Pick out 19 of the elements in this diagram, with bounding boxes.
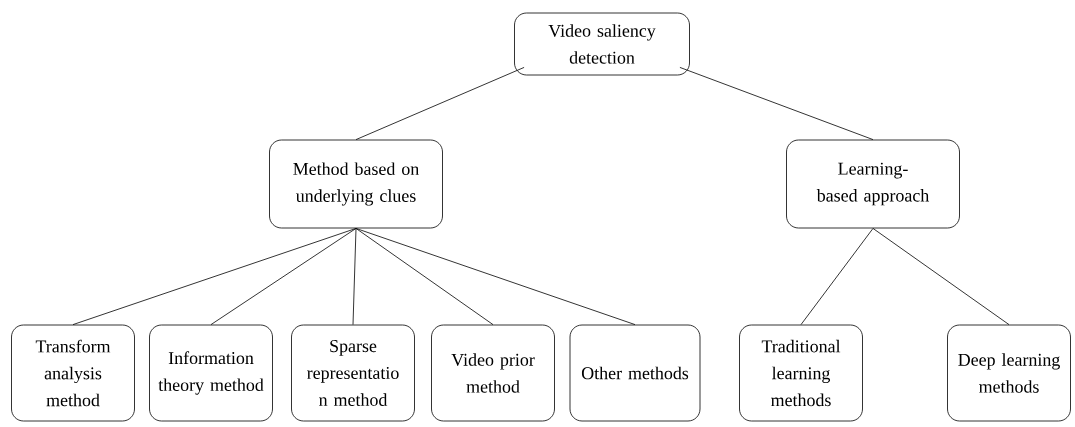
connector-line [355,228,494,325]
connector-line [679,67,874,140]
connector-line [872,228,1010,325]
category-box: Learning-based approach [786,139,960,229]
category-box: Traditional learning methods [739,324,863,422]
connector-line [355,228,636,325]
connector-line [355,67,525,140]
connector-line [800,228,874,325]
category-box: Video prior method [431,324,555,422]
category-box: Video saliency detection [514,12,690,76]
category-box: Transform analysis method [11,324,135,422]
category-box: Sparse representatio n method [291,324,415,422]
category-box: Deep learning methods [947,324,1071,422]
category-box: Information theory method [149,324,273,422]
connector-line [72,228,357,325]
category-box: Method based on underlying clues [269,139,443,229]
category-box: Other methods [569,324,701,422]
connector-line [352,228,357,325]
connector-line [210,228,357,325]
